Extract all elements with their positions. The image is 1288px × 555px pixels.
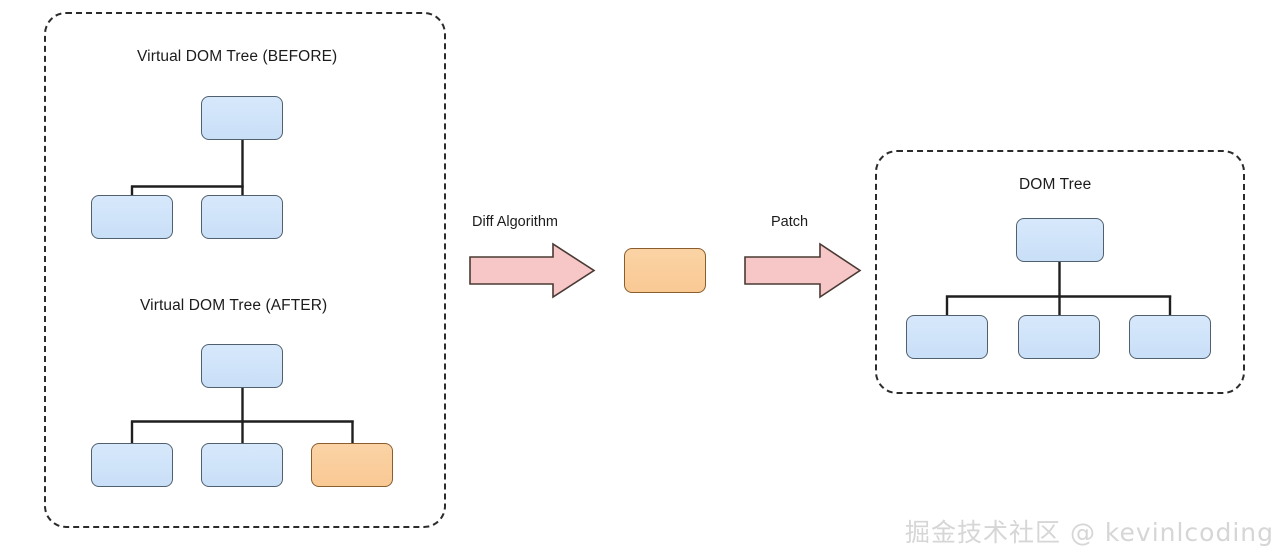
virtual-dom-after-root-node[interactable] <box>201 344 283 388</box>
watermark-text: 掘金技术社区 @ kevinlcoding <box>905 518 1274 547</box>
patch-label: Patch <box>771 214 809 230</box>
dom-tree-title: DOM Tree <box>1019 176 1092 193</box>
dom-tree-child-node-1[interactable] <box>906 315 988 359</box>
virtual-dom-before-root-node[interactable] <box>201 96 283 140</box>
dom-tree-root-node[interactable] <box>1016 218 1104 262</box>
patch-arrow <box>744 242 862 299</box>
patch-payload-node[interactable] <box>624 248 706 293</box>
diff-algorithm-label: Diff Algorithm <box>472 214 558 230</box>
dom-tree-child-node-2[interactable] <box>1018 315 1100 359</box>
diff-arrow <box>469 242 596 299</box>
virtual-dom-after-child-node-1[interactable] <box>91 443 173 487</box>
dom-tree-panel <box>875 150 1245 394</box>
virtual-dom-panel <box>44 12 446 528</box>
dom-tree-child-node-3[interactable] <box>1129 315 1211 359</box>
virtual-dom-after-title: Virtual DOM Tree (AFTER) <box>140 297 328 314</box>
virtual-dom-after-child-node-3-changed[interactable] <box>311 443 393 487</box>
virtual-dom-before-child-node-2[interactable] <box>201 195 283 239</box>
virtual-dom-after-child-node-2[interactable] <box>201 443 283 487</box>
virtual-dom-before-child-node-1[interactable] <box>91 195 173 239</box>
virtual-dom-before-title: Virtual DOM Tree (BEFORE) <box>137 48 338 65</box>
